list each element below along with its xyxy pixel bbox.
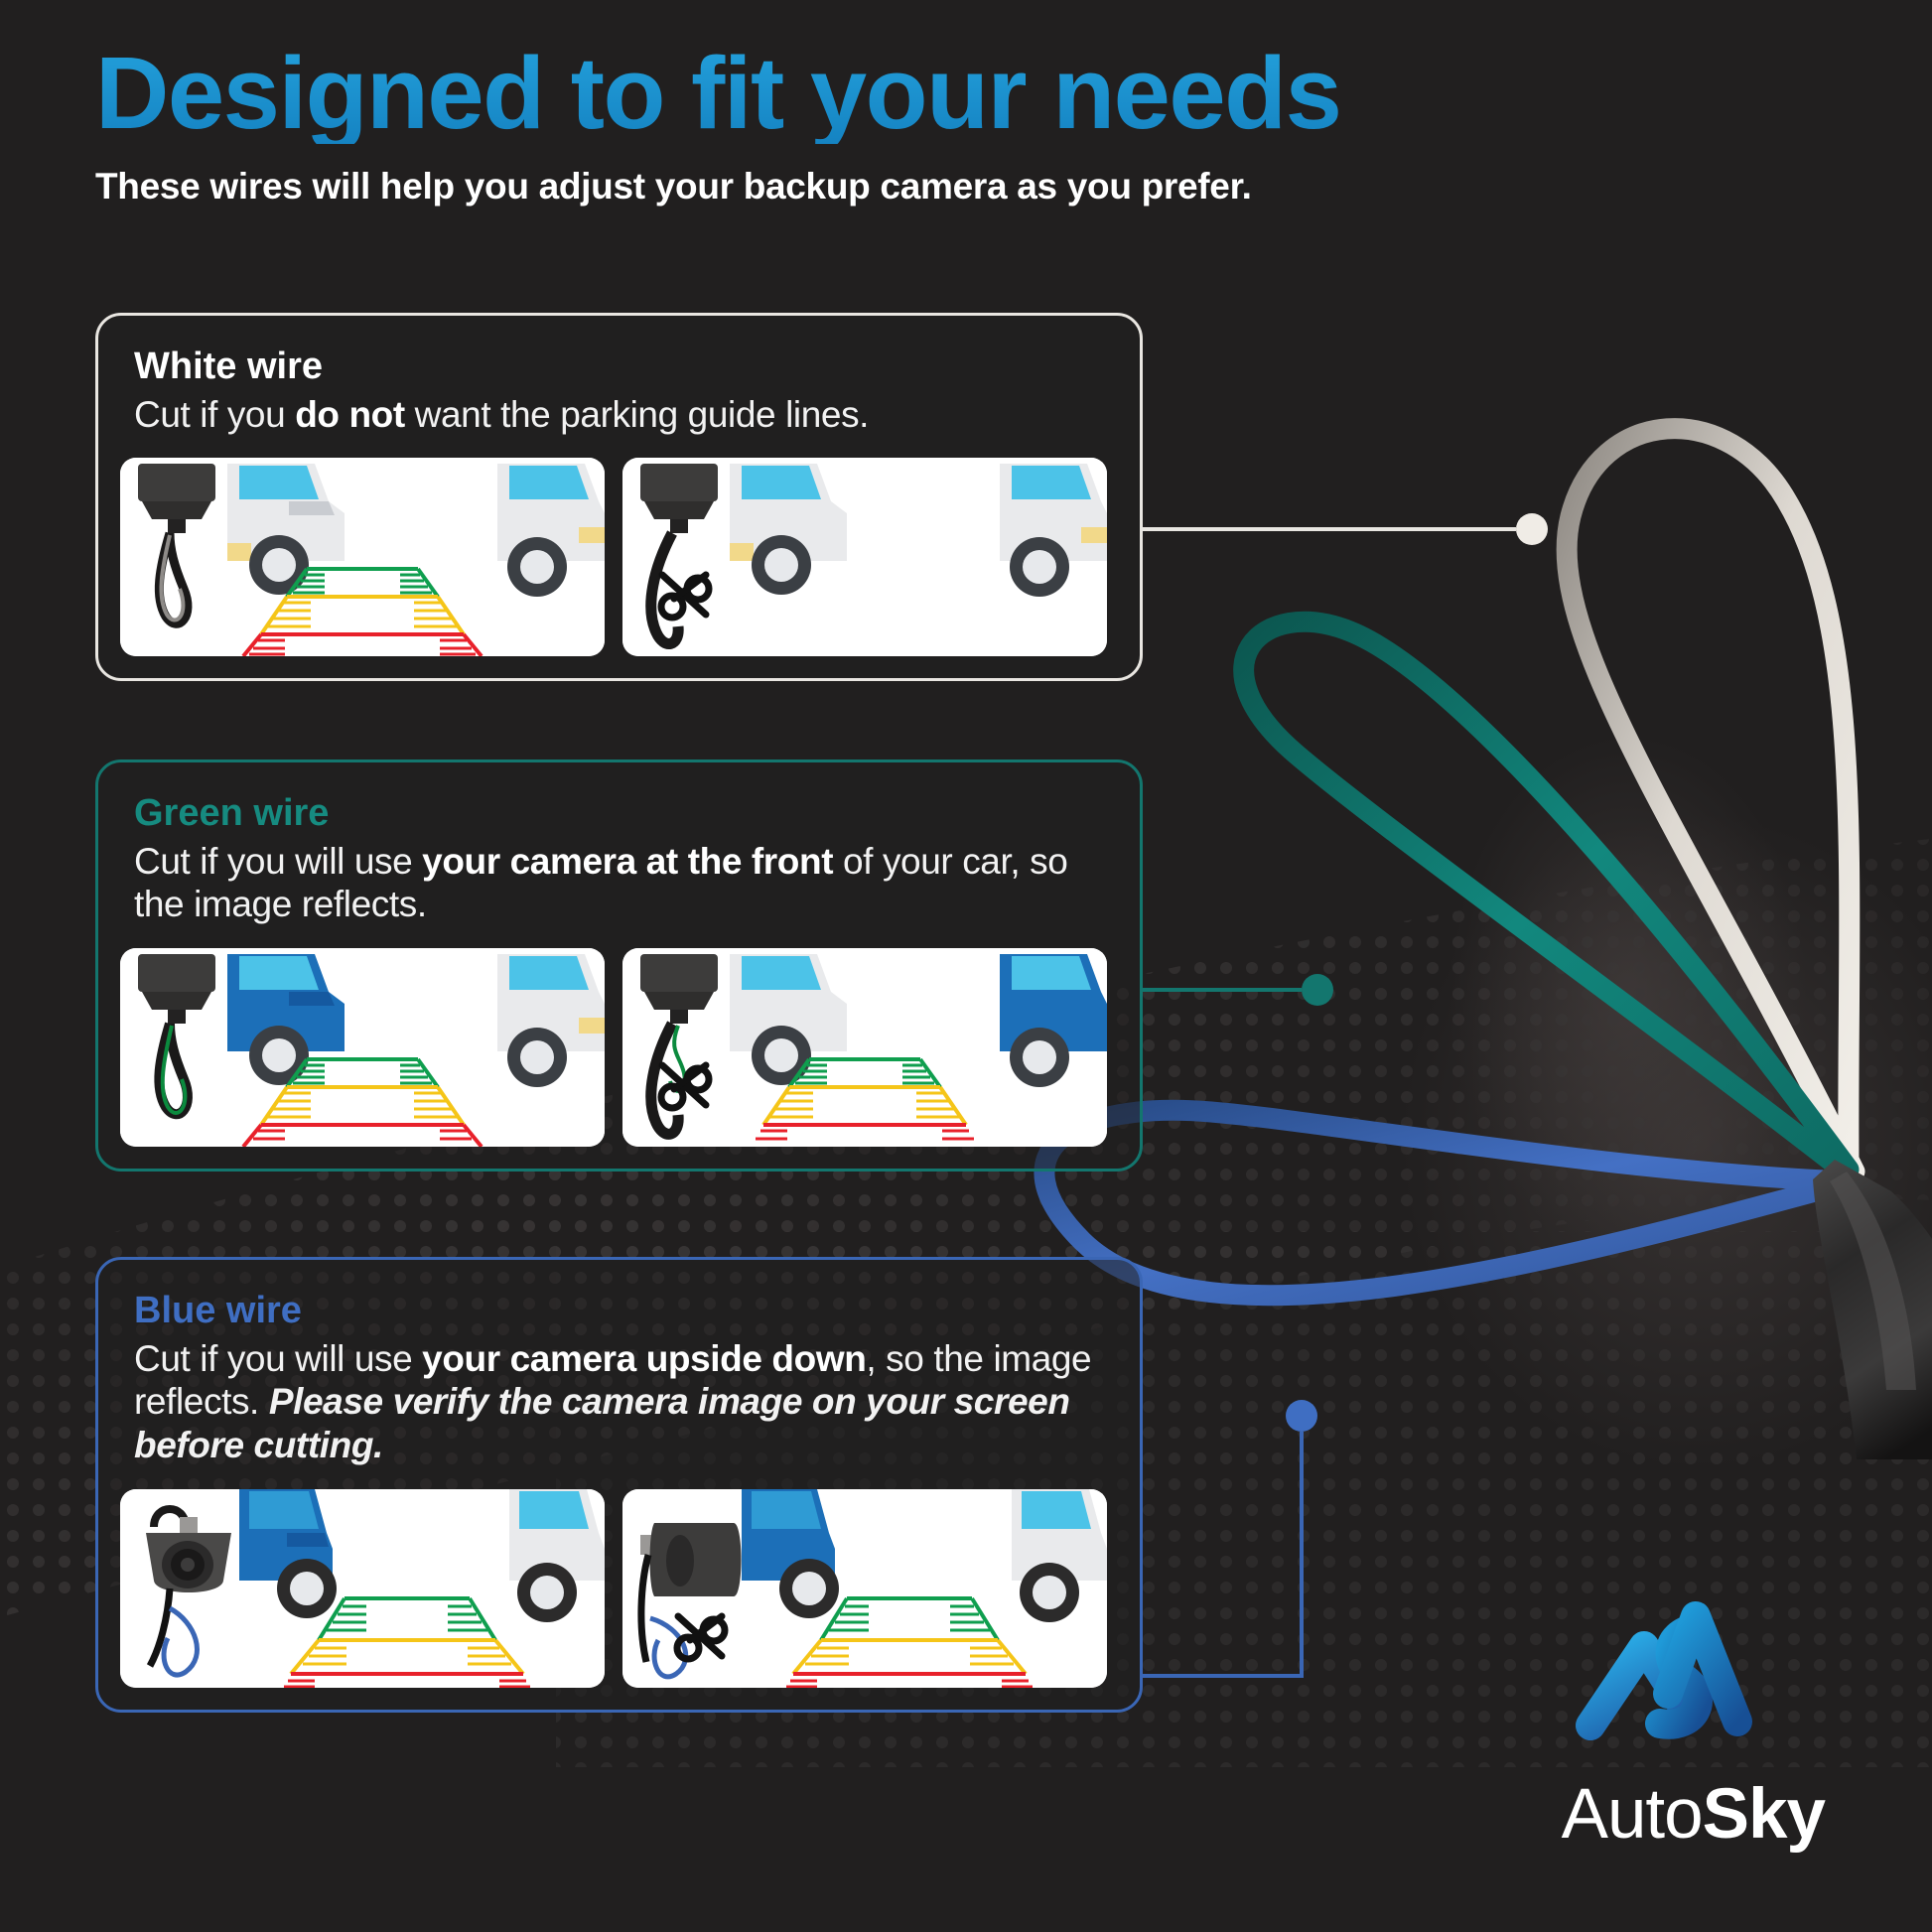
side-camera-preview-flipped[interactable] <box>622 1488 1107 1688</box>
card-white-wire[interactable]: White wire Cut if you do not want the pa… <box>95 313 1143 682</box>
card-white-text-post: want the parking guide lines. <box>404 393 870 435</box>
camera-preview-wire-cut[interactable] <box>622 458 1107 657</box>
card-blue-heading: Blue wire <box>134 1290 302 1331</box>
card-blue-wire[interactable]: Blue wire Cut if you will use your camer… <box>95 1257 1143 1713</box>
card-white-text-bold: do not <box>295 393 405 435</box>
camera-preview-with-guide-lines[interactable] <box>120 458 605 657</box>
card-green-wire[interactable]: Green wire Cut if you will use your came… <box>95 759 1143 1172</box>
card-blue-text-italic: Please verify the camera image on your s… <box>134 1381 1070 1465</box>
green-wire-path <box>1233 612 1860 1182</box>
blue-leader-line <box>1143 1432 1304 1678</box>
cable-sheath-highlight <box>1830 1172 1916 1390</box>
card-white-body: White wire Cut if you do not want the pa… <box>98 316 1140 436</box>
card-green-previews <box>98 926 1140 1169</box>
card-white-heading: White wire <box>134 345 324 387</box>
card-blue-body: Blue wire Cut if you will use your camer… <box>98 1260 1140 1467</box>
card-blue-text-bold: your camera upside down <box>422 1337 867 1379</box>
white-wire-path <box>1556 418 1865 1182</box>
card-green-description: Cut if you will use your camera at the f… <box>134 840 1104 926</box>
white-leader-dot <box>1516 513 1548 545</box>
card-blue-previews <box>98 1467 1140 1710</box>
blue-wire-path <box>1034 1099 1858 1307</box>
page-header: Designed to fit your needs These wires w… <box>95 36 1342 207</box>
blue-leader-dot <box>1286 1400 1317 1432</box>
card-green-text-bold: your camera at the front <box>422 840 834 882</box>
card-green-heading: Green wire <box>134 792 330 834</box>
autosky-wordmark: AutoSky <box>1561 1774 1826 1855</box>
green-leader-dot <box>1302 974 1333 1006</box>
page-title: Designed to fit your needs <box>95 36 1342 150</box>
card-green-text-pre: Cut if you will use <box>134 840 423 882</box>
logo-word-auto: Auto <box>1561 1775 1704 1854</box>
card-blue-description: Cut if you will use your camera upside d… <box>134 1337 1104 1467</box>
card-blue-text-pre: Cut if you will use <box>134 1337 423 1379</box>
card-white-previews <box>98 436 1140 678</box>
autosky-ribbon-mark <box>1576 1601 1753 1740</box>
side-camera-preview-normal[interactable] <box>120 1488 605 1688</box>
camera-preview-normal-orientation[interactable] <box>120 948 605 1147</box>
page-subtitle: These wires will help you adjust your ba… <box>95 166 1252 207</box>
cable-sheath <box>1813 1160 1932 1459</box>
card-white-description: Cut if you do not want the parking guide… <box>134 393 1104 437</box>
autosky-logo[interactable]: AutoSky <box>1561 1594 1826 1855</box>
camera-preview-mirrored[interactable] <box>622 948 1107 1147</box>
card-green-body: Green wire Cut if you will use your came… <box>98 762 1140 926</box>
logo-word-sky: Sky <box>1702 1775 1826 1854</box>
card-white-text-pre: Cut if you <box>134 393 296 435</box>
